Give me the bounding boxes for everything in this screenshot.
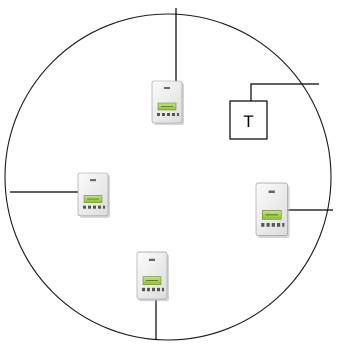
controller-right-device: [255, 182, 291, 239]
temperature-sensor-label: T: [243, 112, 253, 131]
controller-left-device: [77, 172, 111, 219]
controller-bottom-device: [136, 251, 170, 302]
temperature-sensor-box: [229, 100, 268, 140]
wire-temperature-sensor: [250, 83, 319, 101]
network-ring: [4, 13, 332, 341]
controller-top-device: [151, 80, 185, 126]
temperature-sensor: T: [229, 100, 268, 140]
